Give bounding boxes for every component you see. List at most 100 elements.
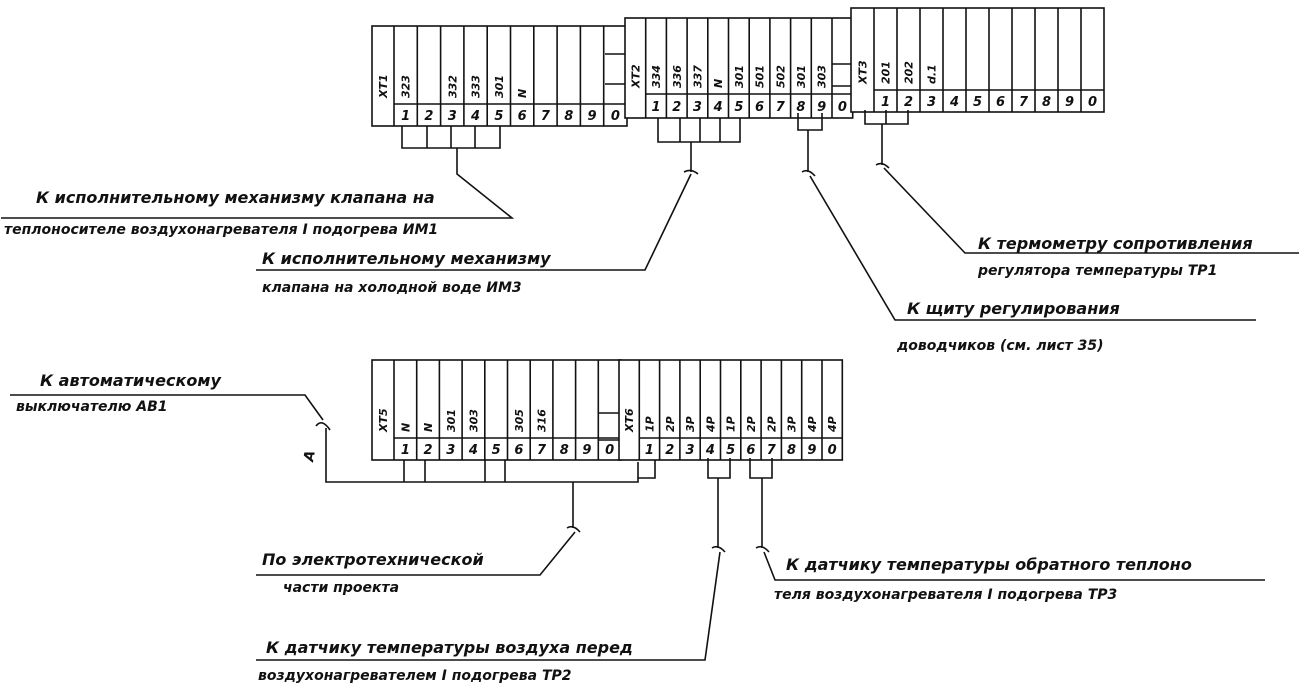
label-tr3-line2: теля воздухонагревателя I подогрева ТР3 (774, 587, 1117, 603)
terminal-wire-label: 333 (470, 75, 483, 98)
terminal-number: 7 (1019, 95, 1029, 110)
block-link-xt5-xt6 (599, 412, 619, 441)
terminal-number: 5 (492, 443, 501, 458)
terminal-wire-label: N (516, 89, 529, 98)
terminal-number: 8 (787, 443, 796, 458)
terminal-number: 4 (949, 95, 959, 110)
wire-xt1-im1 (1, 126, 515, 219)
terminal-number: 6 (518, 109, 527, 124)
terminal-number: 2 (665, 443, 674, 458)
terminal-number: 7 (776, 100, 786, 115)
terminal-block-frame (850, 7, 1105, 113)
wire-xt6-tr2 (256, 458, 731, 661)
terminal-wire-label: 337 (691, 65, 704, 88)
terminal-number: 4 (713, 100, 723, 115)
terminal-wire-label: 4P (704, 416, 717, 433)
terminal-number: 9 (1065, 95, 1074, 110)
terminal-number: 1 (645, 443, 654, 458)
wire-ab1-xt5-xt6 (10, 394, 656, 576)
terminal-wire-label: 301 (493, 75, 506, 98)
label-a-mark: А (301, 449, 319, 463)
terminal-block-id: XT6 (623, 408, 636, 433)
label-im1-line1: К исполнительному механизму клапана на (36, 188, 435, 207)
label-ab1-line1: К автоматическому (40, 371, 221, 390)
terminal-wire-label: 301 (445, 409, 458, 432)
terminal-wire-label: 3P (786, 416, 799, 432)
terminal-number: 0 (838, 100, 847, 115)
terminal-number: 7 (541, 109, 551, 124)
terminal-block-id: XT2 (629, 64, 642, 89)
wire-xt3-tr1 (864, 110, 1299, 254)
terminal-wire-label: 334 (650, 65, 663, 88)
label-shchit-line1: К щиту регулирования (907, 299, 1120, 318)
terminal-block-id: XT3 (857, 60, 870, 85)
terminal-number: 4 (705, 443, 715, 458)
terminal-block-id: XT5 (377, 408, 390, 433)
label-tr1-line1: К термометру сопротивления (978, 234, 1253, 253)
label-tr3-line1: К датчику температуры обратного теплоно (786, 555, 1192, 574)
terminal-number: 8 (564, 109, 573, 124)
terminal-number: 8 (796, 100, 805, 115)
terminal-wire-label: 301 (733, 65, 746, 88)
terminal-number: 7 (537, 443, 547, 458)
terminal-number: 5 (726, 443, 735, 458)
terminal-number: 2 (904, 95, 913, 110)
terminal-block-frame (618, 359, 844, 461)
terminal-number: 4 (468, 443, 478, 458)
terminal-number: 0 (1088, 95, 1097, 110)
terminal-wire-label: 3P (684, 416, 697, 432)
terminal-number: 0 (828, 443, 837, 458)
terminal-number: 6 (755, 100, 764, 115)
terminal-block-frame (371, 25, 628, 127)
terminal-number: 2 (424, 109, 433, 124)
terminal-number: 3 (448, 109, 457, 124)
block-link-xt1-xt2 (605, 53, 625, 85)
wire-xt2-shchit (797, 113, 1256, 321)
terminal-number: 8 (560, 443, 569, 458)
terminal-number: 1 (401, 443, 410, 458)
terminal-wire-label: 2P (765, 416, 778, 432)
label-im3-line1: К исполнительному механизму (262, 249, 551, 268)
terminal-wire-label: 4P (826, 416, 839, 433)
terminal-number: 1 (401, 109, 410, 124)
terminal-number: 3 (693, 100, 702, 115)
terminal-wire-label: N (399, 423, 412, 432)
terminal-number: 7 (767, 443, 777, 458)
terminal-number: 3 (927, 95, 936, 110)
label-tr2-line1: К датчику температуры воздуха перед (266, 638, 633, 657)
terminal-wire-label: 323 (400, 75, 413, 98)
terminal-wire-label: 1P (725, 416, 738, 432)
terminal-number: 5 (494, 109, 503, 124)
terminal-number: 9 (807, 443, 816, 458)
terminal-wire-label: 303 (816, 65, 829, 88)
terminal-number: 6 (514, 443, 523, 458)
terminal-wire-label: 4P (806, 416, 819, 433)
terminal-number: 0 (611, 109, 620, 124)
terminal-number: 1 (881, 95, 890, 110)
terminal-number: 8 (1042, 95, 1051, 110)
terminal-wire-label: 305 (513, 409, 526, 432)
terminal-number: 6 (996, 95, 1005, 110)
block-link-xt2-xt3 (832, 63, 851, 87)
terminal-wire-label: 316 (536, 409, 549, 432)
terminal-number: 6 (746, 443, 755, 458)
terminal-wire-label: d.1 (926, 64, 939, 84)
wire-xt2-im3 (256, 118, 741, 271)
label-im1-line2: теплоносителе воздухонагревателя I подог… (4, 222, 438, 238)
terminal-number: 4 (470, 109, 480, 124)
terminal-block-id: XT1 (377, 74, 390, 99)
terminal-number: 5 (973, 95, 982, 110)
terminal-wire-label: 303 (467, 409, 480, 432)
terminal-wire-label: 2P (745, 416, 758, 432)
terminal-wire-label: 2P (664, 416, 677, 432)
label-el-line2: части проекта (283, 580, 399, 596)
terminal-number: 9 (817, 100, 826, 115)
terminal-wire-label: 332 (446, 75, 459, 98)
terminal-wire-label: 501 (754, 65, 767, 88)
